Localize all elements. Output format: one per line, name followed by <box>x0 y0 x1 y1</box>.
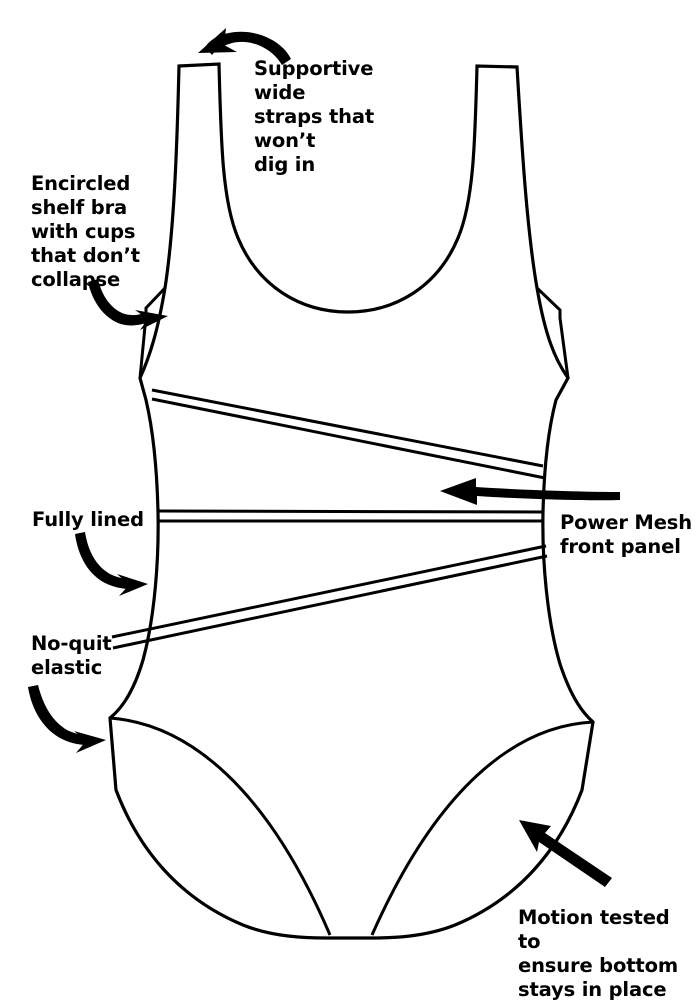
leg-opening-seams <box>109 716 594 936</box>
callout-motion-tested: Motion tested to ensure bottom stays in … <box>518 906 678 1001</box>
straight-arrow-left-icon <box>440 478 620 505</box>
left-leg-opening-seam <box>109 716 332 936</box>
waist-seam-top <box>157 509 544 514</box>
upper-diagonal-seam-top <box>151 388 544 468</box>
right-armhole-notch <box>535 286 570 379</box>
curved-arrow-lined-head <box>117 574 148 596</box>
curved-arrow-elastic-icon <box>28 685 87 745</box>
upper-diagonal-seam-bottom <box>151 397 546 480</box>
arrow-supportive-straps <box>198 28 291 65</box>
arrow-no-quit-elastic <box>28 685 106 753</box>
callout-fully-lined: Fully lined <box>32 508 144 531</box>
curved-arrow-right-head <box>135 310 168 330</box>
front-panel-seams <box>111 388 548 650</box>
callout-shelf-bra: Encircled shelf bra with cups that don’t… <box>31 172 140 291</box>
curved-arrow-lined-icon <box>75 532 130 589</box>
arrow-fully-lined <box>75 532 148 596</box>
lower-diagonal-seam-bottom <box>112 554 548 650</box>
swimsuit-body-path <box>108 62 595 940</box>
arrow-power-mesh <box>440 478 620 505</box>
curved-arrow-elastic-head <box>74 731 106 753</box>
callout-supportive-straps: Supportive wide straps that won’t dig in <box>254 57 375 176</box>
arrow-motion-tested <box>519 820 612 887</box>
curved-arrow-left-up-icon <box>205 31 291 65</box>
arrow-shelf-bra <box>88 279 168 330</box>
curved-arrow-left-up-head <box>198 28 237 53</box>
curved-arrow-right-icon <box>88 279 150 326</box>
straight-arrow-up-left-icon <box>519 820 612 887</box>
garment-outline <box>108 62 595 940</box>
lower-diagonal-seam-top <box>111 544 547 639</box>
callout-power-mesh: Power Mesh front panel <box>560 511 692 558</box>
callout-no-quit-elastic: No-quit elastic <box>31 632 112 679</box>
right-leg-opening-seam <box>370 720 594 936</box>
